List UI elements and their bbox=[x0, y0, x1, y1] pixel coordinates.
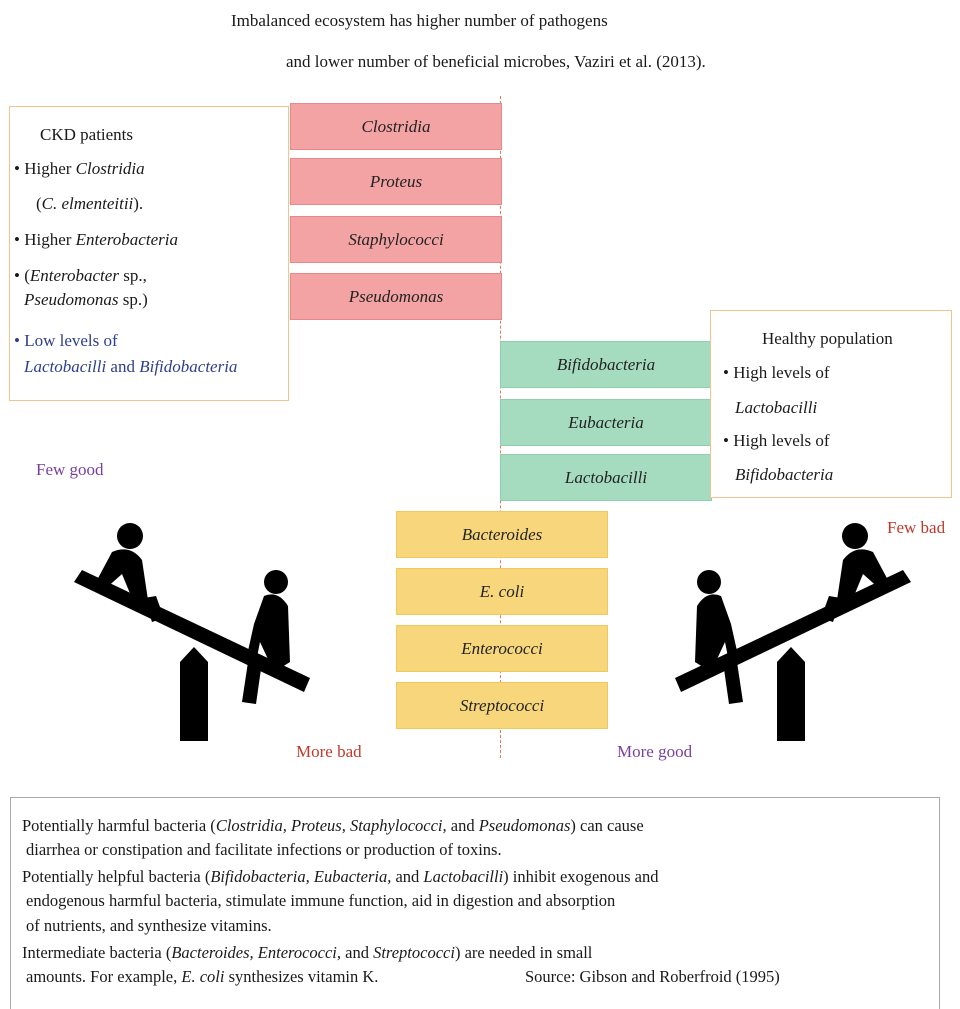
healthy-item-1-lacto: Lactobacilli bbox=[735, 399, 817, 416]
note-intermediate-line-1: Intermediate bacteria (Bacteroides, Ente… bbox=[22, 943, 592, 963]
text: Clostridia, Proteus, Staphylococci, bbox=[215, 816, 447, 835]
bullet: • bbox=[723, 431, 729, 450]
note-harmful-line-1: Potentially harmful bacteria (Clostridia… bbox=[22, 816, 644, 836]
note-helpful-line-1: Potentially helpful bacteria (Bifidobact… bbox=[22, 867, 659, 887]
text: Bacteroides, Enterococci, bbox=[171, 943, 342, 962]
harmful-bacteria-clostridia: Clostridia bbox=[290, 103, 502, 150]
text: Intermediate bacteria ( bbox=[22, 943, 172, 962]
ckd-item-higher-clostridia: • Higher Clostridia bbox=[14, 160, 145, 177]
ckd-patients-box: CKD patients • Higher Clostridia (C. elm… bbox=[9, 106, 289, 401]
ckd-item-higher-enterobacteria: • Higher Enterobacteria bbox=[14, 231, 178, 248]
harmful-bacteria-staphylococci: Staphylococci bbox=[290, 216, 502, 263]
ckd-item-low-levels: • Low levels of bbox=[14, 332, 118, 349]
helpful-bacteria-eubacteria: Eubacteria bbox=[500, 399, 712, 446]
text: Lactobacilli bbox=[423, 867, 504, 886]
label-more-good: More good bbox=[617, 742, 693, 761]
text: amounts. For example, bbox=[26, 967, 182, 986]
title-line-2: and lower number of beneficial microbes,… bbox=[286, 52, 706, 71]
healthy-population-box: Healthy population • High levels of Lact… bbox=[710, 310, 952, 498]
text: Lactobacilli bbox=[735, 398, 818, 417]
healthy-item-1: • High levels of bbox=[723, 364, 830, 381]
text: Streptococci bbox=[373, 943, 455, 962]
intermediate-bacteria-streptococci: Streptococci bbox=[396, 682, 608, 729]
text: and bbox=[391, 867, 424, 886]
harmful-bacteria-pseudomonas: Pseudomonas bbox=[290, 273, 502, 320]
text: Lactobacilli bbox=[24, 357, 107, 376]
text: sp.) bbox=[118, 290, 148, 309]
ckd-item-pseudomonas: Pseudomonas sp.) bbox=[24, 291, 148, 308]
notes-box: Potentially harmful bacteria (Clostridia… bbox=[10, 797, 940, 1009]
text: Bifidobacteria bbox=[735, 465, 834, 484]
text: ). bbox=[133, 194, 144, 213]
text: Potentially helpful bacteria ( bbox=[22, 867, 211, 886]
text: Pseudomonas bbox=[24, 290, 119, 309]
ckd-item-lacto-bifido: Lactobacilli and Bifidobacteria bbox=[24, 358, 237, 375]
text: and bbox=[341, 943, 374, 962]
text: and bbox=[446, 816, 479, 835]
text: Higher bbox=[24, 230, 76, 249]
bullet: • bbox=[14, 266, 20, 285]
text: Bifidobacteria bbox=[139, 357, 238, 376]
left-seesaw-icon bbox=[74, 523, 310, 741]
text: ( bbox=[24, 266, 30, 285]
note-intermediate-line-2: amounts. For example, E. coli synthesize… bbox=[26, 967, 378, 987]
label-more-bad: More bad bbox=[296, 742, 362, 761]
title-line-1: Imbalanced ecosystem has higher number o… bbox=[231, 11, 608, 30]
text: synthesizes vitamin K. bbox=[224, 967, 379, 986]
label-few-bad: Few bad bbox=[887, 518, 946, 537]
bullet: • bbox=[14, 230, 20, 249]
note-source: Source: Gibson and Roberfroid (1995) bbox=[525, 967, 780, 986]
note-harmful-line-2: diarrhea or constipation and facilitate … bbox=[26, 840, 502, 859]
harmful-bacteria-proteus: Proteus bbox=[290, 158, 502, 205]
ckd-item-c-elmenteitii: (C. elmenteitii). bbox=[36, 195, 143, 212]
text: ) are needed in small bbox=[454, 943, 593, 962]
text: ) inhibit exogenous and bbox=[503, 867, 659, 886]
intermediate-bacteria-bacteroides: Bacteroides bbox=[396, 511, 608, 558]
text: E. coli bbox=[181, 967, 225, 986]
text: sp., bbox=[118, 266, 147, 285]
text: ) can cause bbox=[570, 816, 644, 835]
healthy-heading: Healthy population bbox=[762, 329, 893, 348]
bullet: • bbox=[14, 159, 20, 178]
intermediate-bacteria-ecoli: E. coli bbox=[396, 568, 608, 615]
text: Enterobacter bbox=[29, 266, 119, 285]
right-seesaw-icon bbox=[675, 523, 911, 741]
healthy-item-2-bifido: Bifidobacteria bbox=[735, 466, 833, 483]
text: Low levels of bbox=[24, 331, 118, 350]
text: Potentially harmful bacteria ( bbox=[22, 816, 216, 835]
ckd-heading: CKD patients bbox=[40, 125, 134, 144]
bullet: • bbox=[723, 363, 729, 382]
helpful-bacteria-bifidobacteria: Bifidobacteria bbox=[500, 341, 712, 388]
label-few-good: Few good bbox=[36, 460, 104, 479]
text: High levels of bbox=[733, 363, 830, 382]
intermediate-bacteria-enterococci: Enterococci bbox=[396, 625, 608, 672]
text: High levels of bbox=[733, 431, 830, 450]
text: Enterobacteria bbox=[75, 230, 178, 249]
text: Pseudomonas bbox=[478, 816, 571, 835]
ckd-item-enterobacter: • (Enterobacter sp., bbox=[14, 267, 147, 284]
text: C. elmenteitii bbox=[41, 194, 134, 213]
text: Clostridia bbox=[75, 159, 145, 178]
text: and bbox=[106, 357, 140, 376]
healthy-item-2: • High levels of bbox=[723, 432, 830, 449]
note-helpful-line-2: endogenous harmful bacteria, stimulate i… bbox=[26, 891, 616, 910]
text: Bifidobacteria, Eubacteria, bbox=[210, 867, 392, 886]
bullet: • bbox=[14, 331, 20, 350]
helpful-bacteria-lactobacilli: Lactobacilli bbox=[500, 454, 712, 501]
text: ( bbox=[36, 194, 42, 213]
text: Higher bbox=[24, 159, 76, 178]
note-helpful-line-3: of nutrients, and synthesize vitamins. bbox=[26, 916, 272, 935]
